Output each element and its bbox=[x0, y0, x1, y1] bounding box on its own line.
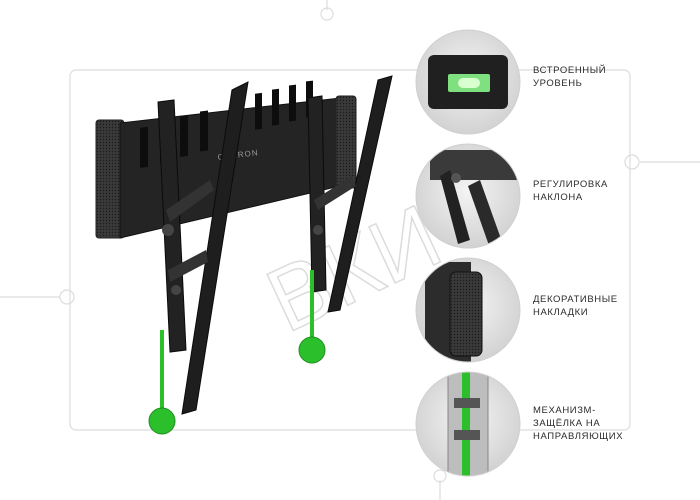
feature-label-level: ВСТРОЕННЫЙ УРОВЕНЬ bbox=[533, 65, 607, 89]
left-arm bbox=[148, 81, 249, 435]
right-decorative-cover bbox=[335, 95, 357, 189]
thumbnail-level bbox=[416, 30, 520, 134]
thumbnail-tilt bbox=[416, 144, 520, 248]
feature-label-latch: МЕХАНИЗМ- ЗАЩЁЛКА НА НАПРАВЛЯЮЩИХ bbox=[533, 405, 624, 442]
right-arm bbox=[298, 75, 393, 364]
feature-label-covers: ДЕКОРАТИВНЫЕ НАКЛАДКИ bbox=[533, 294, 618, 318]
thumbnail-latch bbox=[416, 372, 520, 476]
right-release-tab-icon bbox=[298, 336, 326, 364]
thumbnail-covers bbox=[416, 258, 520, 362]
feature-label-tilt: РЕГУЛИРОВКА НАКЛОНА bbox=[533, 179, 608, 203]
left-release-tab-icon bbox=[148, 407, 176, 435]
